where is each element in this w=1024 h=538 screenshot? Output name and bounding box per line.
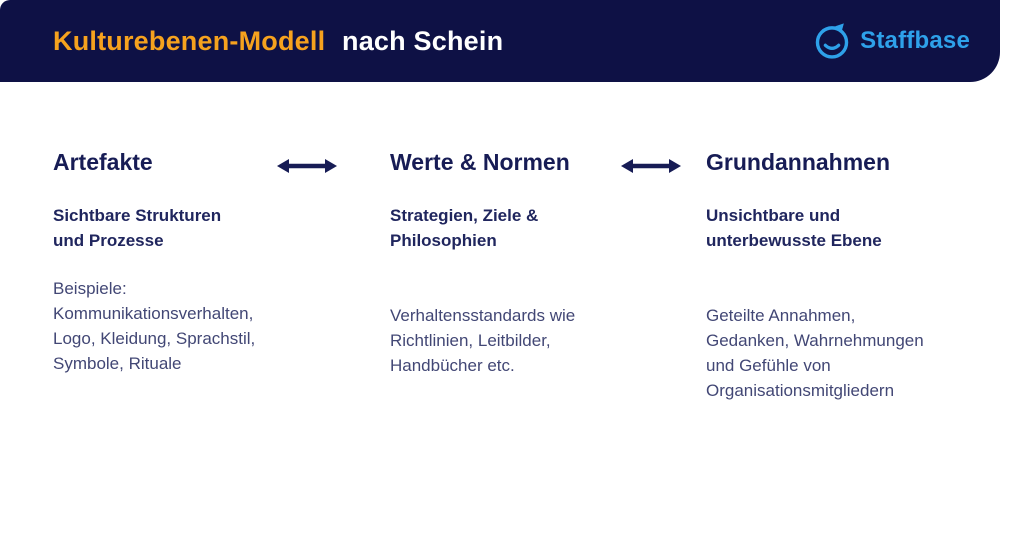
staffbase-smiley-bubble-icon	[813, 22, 851, 60]
double-headed-arrow-icon	[276, 156, 338, 176]
staffbase-logo: Staffbase	[813, 22, 970, 60]
page-title-rest: nach Schein	[342, 25, 504, 56]
column-subtitle: Sichtbare Strukturen und Prozesse	[53, 206, 222, 250]
column-body: Geteilte Annahmen, Gedanken, Wahrnehmung…	[706, 306, 924, 400]
header-banner: Kulturebenen-Modell nach Schein Staffbas…	[0, 0, 1000, 82]
column-title: Artefakte	[53, 149, 153, 175]
column-subtitle: Unsichtbare und unterbewusste Ebene	[706, 206, 882, 250]
column-artefakte: Artefakte Sichtbare Strukturen und Proze…	[53, 148, 308, 376]
column-werte-normen: Werte & Normen Strategien, Ziele & Philo…	[390, 148, 645, 378]
page-title: Kulturebenen-Modell nach Schein	[53, 26, 503, 57]
column-body: Beispiele: Kommunikationsverhalten, Logo…	[53, 279, 256, 373]
column-body: Verhaltensstandards wie Richtlinien, Lei…	[390, 306, 576, 375]
column-title: Grundannahmen	[706, 149, 891, 175]
double-headed-arrow-icon	[620, 156, 682, 176]
column-title: Werte & Normen	[390, 149, 570, 175]
column-subtitle: Strategien, Ziele & Philosophien	[390, 206, 539, 250]
page-title-highlight: Kulturebenen-Modell	[53, 25, 326, 56]
column-grundannahmen: Grundannahmen Unsichtbare und unterbewus…	[706, 148, 971, 403]
staffbase-logo-text: Staffbase	[860, 27, 970, 54]
